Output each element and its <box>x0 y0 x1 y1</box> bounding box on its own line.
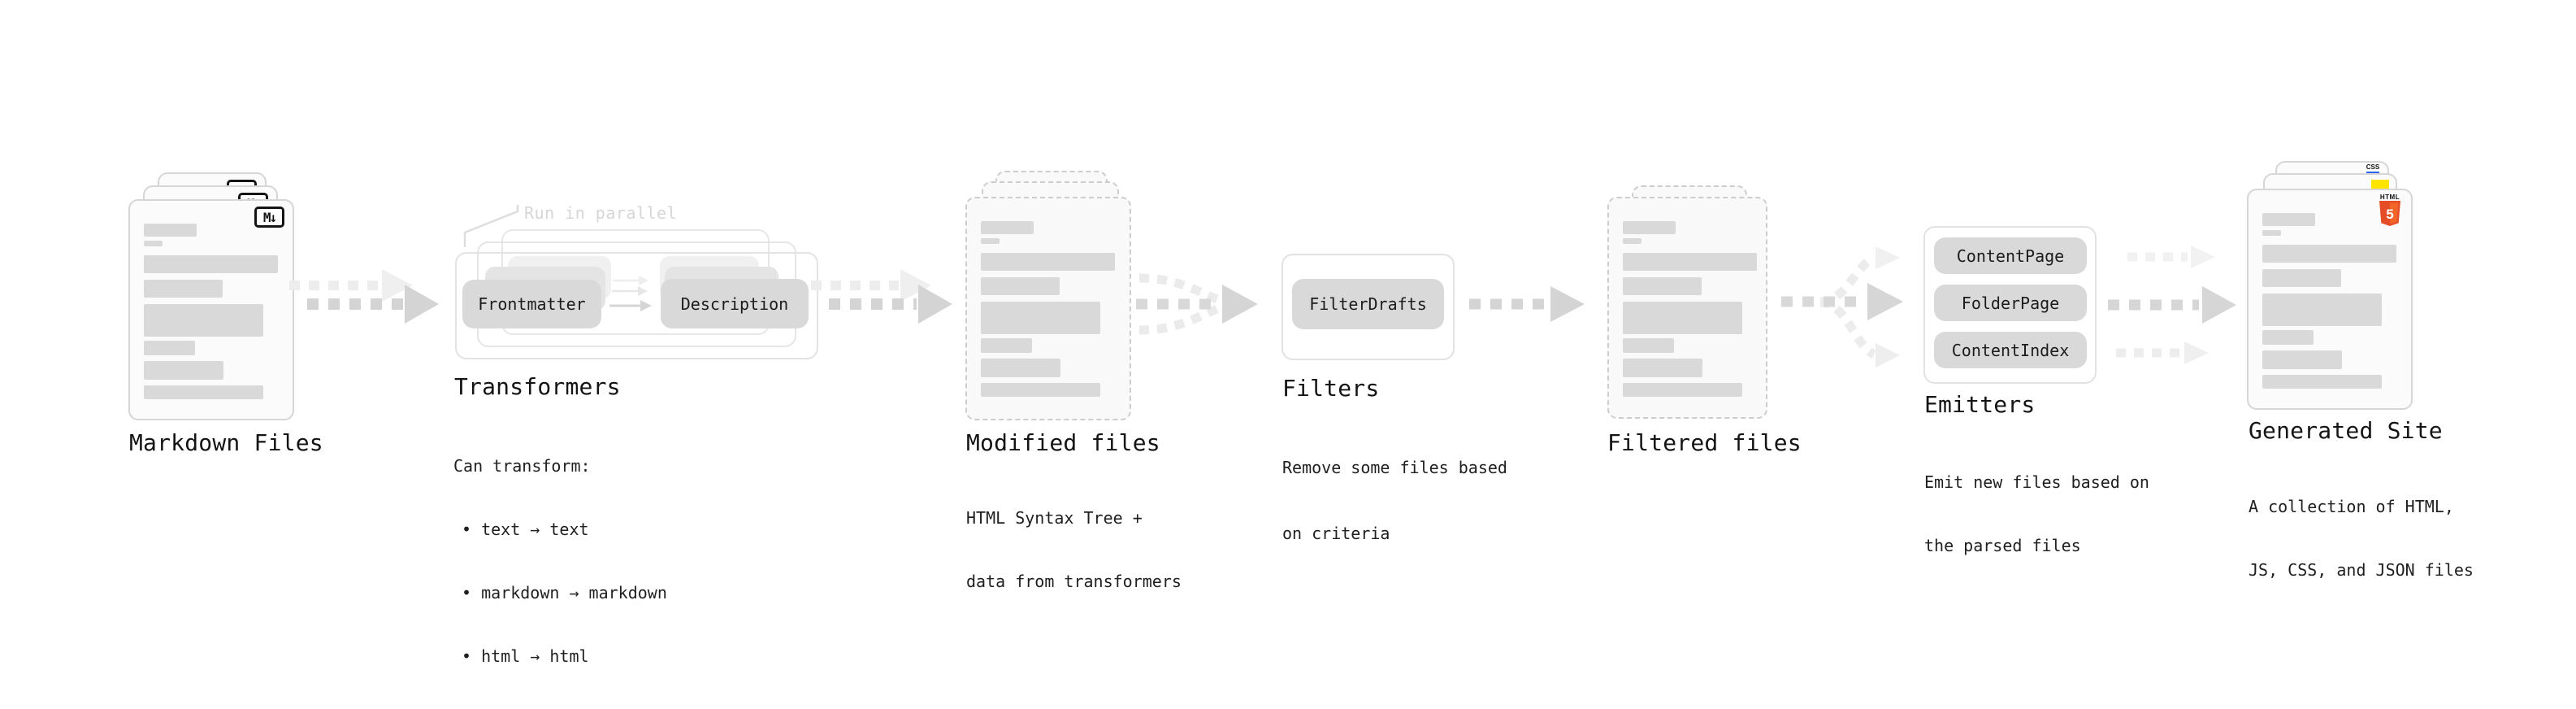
description-pill: Description <box>661 279 809 328</box>
placeholder-text-bar <box>1623 302 1742 334</box>
filters-desc-line: on criteria <box>1282 524 1390 543</box>
folder-page-pill: FolderPage <box>1934 285 2087 321</box>
markdown-icon: M↓ <box>254 207 284 228</box>
placeholder-text-bar <box>1623 221 1676 234</box>
modified-files-stack <box>965 171 1136 424</box>
arrow-markdown-to-transformers <box>289 269 439 324</box>
emitters-title: Emitters <box>1924 391 2036 418</box>
generated-site-title: Generated Site <box>2249 417 2443 444</box>
placeholder-text-bar <box>144 304 263 337</box>
modified-file-card-front <box>965 197 1131 420</box>
placeholder-text-bar <box>2262 269 2341 287</box>
html5-shield: 5 <box>2379 201 2400 226</box>
filtered-files-title: Filtered files <box>1607 429 1802 456</box>
content-page-pill: ContentPage <box>1934 237 2087 274</box>
generated-site-desc-line: A collection of HTML, <box>2249 497 2454 516</box>
markdown-file-card-front: M↓ <box>128 199 294 420</box>
placeholder-text-bar <box>2262 245 2396 263</box>
placeholder-text-bar <box>981 221 1034 234</box>
transformers-description: Can transform: • text → text • markdown … <box>453 413 667 709</box>
emitters-box <box>1923 226 2097 384</box>
placeholder-text-bar <box>2262 213 2315 226</box>
placeholder-text-bar <box>1623 383 1742 397</box>
filters-description: Remove some files based on criteria <box>1282 413 1507 589</box>
arrow-filtered-to-emitters <box>1781 246 1903 368</box>
html5-icon: HTML 5 <box>2379 194 2401 226</box>
filters-box <box>1281 254 1455 360</box>
emitters-desc-line: the parsed files <box>1924 536 2081 555</box>
placeholder-text-bar <box>144 361 223 380</box>
filters-desc-line: Remove some files based <box>1282 458 1507 477</box>
pipeline-diagram: M↓ M↓ M↓ Markdown Files Run in parallel … <box>128 161 2474 666</box>
run-in-parallel-note: Run in parallel <box>524 203 678 223</box>
placeholder-text-bar <box>144 341 195 355</box>
arrow-transformers-to-modified <box>811 269 952 324</box>
markdown-files-stack: M↓ M↓ M↓ <box>128 172 301 426</box>
transform-bullet: • markdown → markdown <box>462 583 667 602</box>
filter-drafts-pill: FilterDrafts <box>1292 279 1444 329</box>
placeholder-text-bar <box>1623 238 1641 244</box>
markdown-files-title: Markdown Files <box>129 429 323 456</box>
placeholder-text-bar <box>1623 359 1702 377</box>
placeholder-text-bar <box>1623 277 1702 295</box>
placeholder-text-bar <box>981 338 1032 353</box>
placeholder-text-bar <box>1623 253 1757 271</box>
transformer-box-front <box>455 252 818 359</box>
frontmatter-pill: Frontmatter <box>462 280 601 328</box>
generated-site-desc-line: JS, CSS, and JSON files <box>2249 560 2474 580</box>
placeholder-text-bar <box>981 359 1060 377</box>
css-icon: CSS <box>2365 164 2381 174</box>
transformers-title: Transformers <box>454 373 621 400</box>
placeholder-text-bar <box>981 238 1000 244</box>
placeholder-text-bar <box>2262 230 2281 236</box>
placeholder-text-bar <box>2262 375 2382 389</box>
modified-files-description: HTML Syntax Tree + data from transformer… <box>966 465 1182 634</box>
modified-files-desc-line: HTML Syntax Tree + <box>966 508 1143 528</box>
generated-site-description: A collection of HTML, JS, CSS, and JSON … <box>2249 454 2474 623</box>
placeholder-text-bar <box>981 383 1100 397</box>
arrow-modified-to-filters <box>1136 273 1258 335</box>
css-icon-label: CSS <box>2366 163 2380 171</box>
arrow-emitters-to-generated <box>2108 246 2236 364</box>
generated-site-stack: CSS HTML 5 <box>2247 161 2419 415</box>
placeholder-text-bar <box>981 253 1115 271</box>
can-transform-heading: Can transform: <box>453 456 591 476</box>
html5-icon-label: HTML <box>2379 194 2400 201</box>
placeholder-text-bar <box>144 224 197 237</box>
emitters-desc-line: Emit new files based on <box>1924 472 2149 492</box>
placeholder-text-bar <box>144 255 278 273</box>
js-icon <box>2371 180 2389 189</box>
placeholder-text-bar <box>2262 350 2342 369</box>
placeholder-text-bar <box>144 280 223 298</box>
modified-files-title: Modified files <box>966 429 1160 456</box>
emitters-description: Emit new files based on the parsed files <box>1924 429 2149 598</box>
transform-bullet: • html → html <box>462 646 589 666</box>
html-file-card: HTML 5 <box>2247 189 2413 410</box>
filtered-files-stack <box>1607 185 1770 429</box>
filtered-file-card-front <box>1607 197 1767 419</box>
content-index-pill: ContentIndex <box>1934 332 2087 368</box>
placeholder-text-bar <box>981 277 1060 295</box>
placeholder-text-bar <box>981 302 1100 334</box>
html5-icon-number: 5 <box>2386 207 2393 222</box>
placeholder-text-bar <box>2262 330 2314 345</box>
css-icon-underline <box>2366 172 2379 174</box>
placeholder-text-bar <box>144 241 163 246</box>
modified-files-desc-line: data from transformers <box>966 572 1182 591</box>
placeholder-text-bar <box>1623 338 1674 353</box>
filters-title: Filters <box>1282 375 1380 402</box>
placeholder-text-bar <box>2262 294 2382 326</box>
transform-bullet: • text → text <box>462 520 589 539</box>
placeholder-text-bar <box>144 385 263 399</box>
arrow-filters-to-filtered <box>1469 286 1585 322</box>
